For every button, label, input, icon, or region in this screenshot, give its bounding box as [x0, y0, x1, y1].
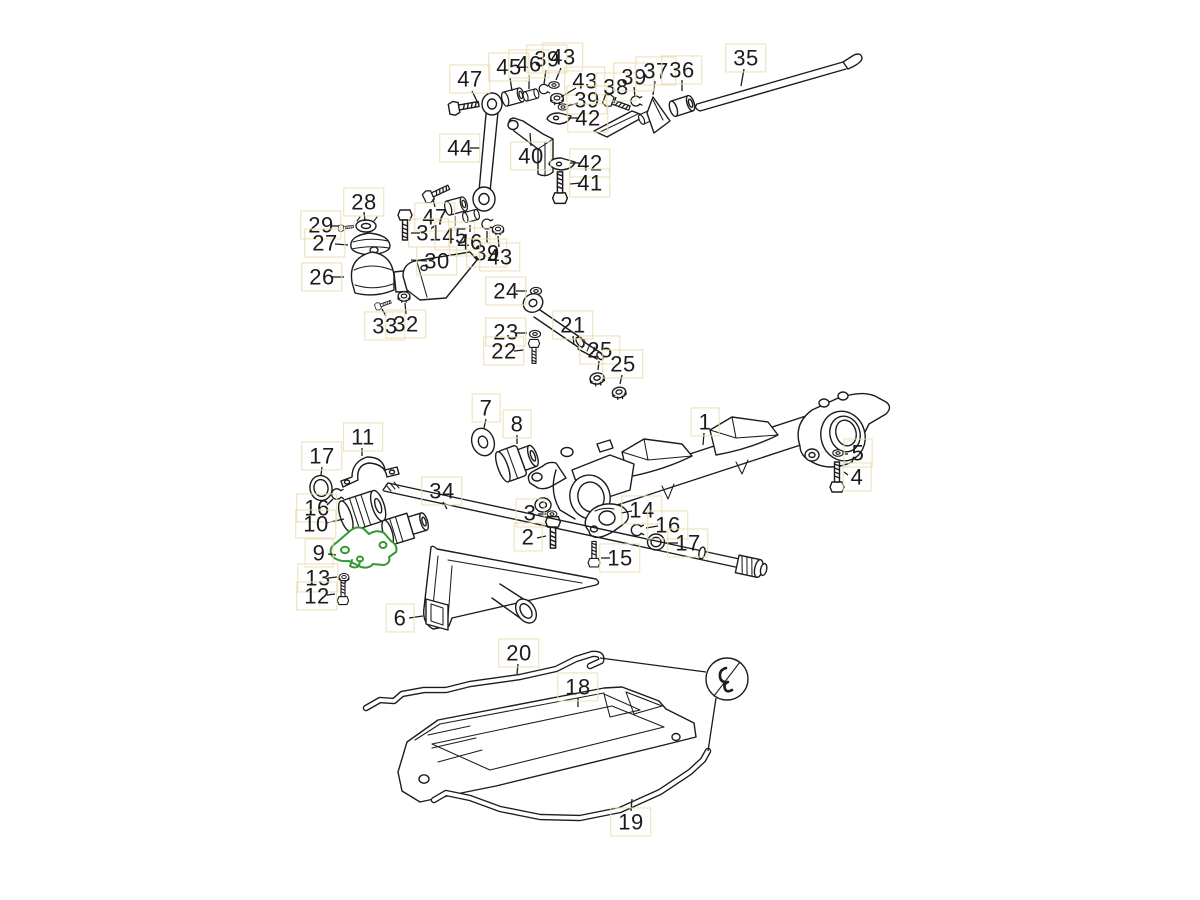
part-stabilizer-mount	[593, 92, 698, 138]
part-label-28[interactable]: 28	[343, 187, 385, 217]
part-label-43[interactable]: 43	[564, 66, 606, 96]
part-label-44[interactable]: 44	[439, 133, 481, 163]
part-label-4[interactable]: 4	[842, 462, 872, 492]
part-label-1[interactable]: 1	[690, 407, 720, 437]
part-label-15[interactable]: 15	[599, 543, 641, 573]
part-label-3[interactable]: 3	[515, 498, 545, 528]
part-label-17[interactable]: 17	[667, 528, 709, 558]
part-label-25[interactable]: 25	[602, 349, 644, 379]
part-label-34[interactable]: 34	[421, 476, 463, 506]
part-label-12[interactable]: 12	[296, 581, 338, 611]
part-axle-shaft	[381, 481, 768, 579]
part-label-43[interactable]: 43	[479, 242, 521, 272]
part-label-39[interactable]: 39	[466, 238, 508, 268]
part-label-19[interactable]: 19	[610, 807, 652, 837]
part-label-6[interactable]: 6	[385, 603, 415, 633]
part-label-11[interactable]: 11	[343, 422, 383, 452]
clip-detail-icon	[705, 657, 749, 701]
part-label-33[interactable]: 33	[364, 311, 406, 341]
part-stabilizer-bar	[694, 53, 863, 112]
part-label-39[interactable]: 39	[613, 62, 655, 92]
part-label-9[interactable]: 9	[304, 538, 334, 568]
part-label-27[interactable]: 27	[304, 228, 346, 258]
part-label-35[interactable]: 35	[725, 43, 767, 73]
part-mount-cluster	[337, 180, 505, 312]
part-label-18[interactable]: 18	[557, 672, 599, 702]
part-label-24[interactable]: 24	[485, 276, 527, 306]
part-skid-plate	[397, 686, 697, 803]
part-label-26[interactable]: 26	[301, 262, 343, 292]
part-label-43[interactable]: 43	[542, 42, 584, 72]
part-label-39[interactable]: 39	[526, 44, 568, 74]
part-axle-left-clamp	[527, 439, 635, 549]
part-label-16[interactable]: 16	[296, 493, 338, 523]
part-label-46[interactable]: 46	[449, 227, 491, 257]
part-bracket-hardware	[336, 573, 350, 606]
part-label-7[interactable]: 7	[471, 393, 501, 423]
part-stabilizer-lever	[507, 92, 576, 205]
part-label-45[interactable]: 45	[434, 221, 476, 251]
part-label-41[interactable]: 41	[569, 168, 611, 198]
part-label-5[interactable]: 5	[843, 438, 873, 468]
part-label-32[interactable]: 32	[385, 309, 427, 339]
part-trailing-arm	[423, 545, 600, 631]
part-label-8[interactable]: 8	[502, 409, 532, 439]
part-drop-link	[447, 81, 560, 212]
part-label-22[interactable]: 22	[483, 336, 525, 366]
part-label-47[interactable]: 47	[449, 64, 491, 94]
part-label-39[interactable]: 39	[566, 85, 608, 115]
part-label-21[interactable]: 21	[552, 310, 594, 340]
part-label-23[interactable]: 23	[485, 317, 527, 347]
part-label-42[interactable]: 42	[567, 103, 609, 133]
part-label-2[interactable]: 2	[513, 522, 543, 552]
part-label-13[interactable]: 13	[297, 563, 339, 593]
part-label-46[interactable]: 46	[508, 49, 550, 79]
part-label-20[interactable]: 20	[498, 638, 540, 668]
part-bushings-center	[470, 427, 539, 483]
part-label-17[interactable]: 17	[301, 441, 343, 471]
part-strap-19	[430, 747, 712, 822]
part-label-10[interactable]: 10	[295, 509, 337, 539]
part-label-40[interactable]: 40	[510, 141, 552, 171]
part-label-29[interactable]: 29	[300, 210, 342, 240]
part-bracket-highlighted	[329, 526, 398, 569]
part-strut-rod	[522, 286, 628, 401]
part-label-38[interactable]: 38	[595, 72, 637, 102]
part-label-30[interactable]: 30	[416, 246, 458, 276]
part-label-36[interactable]: 36	[661, 55, 703, 85]
